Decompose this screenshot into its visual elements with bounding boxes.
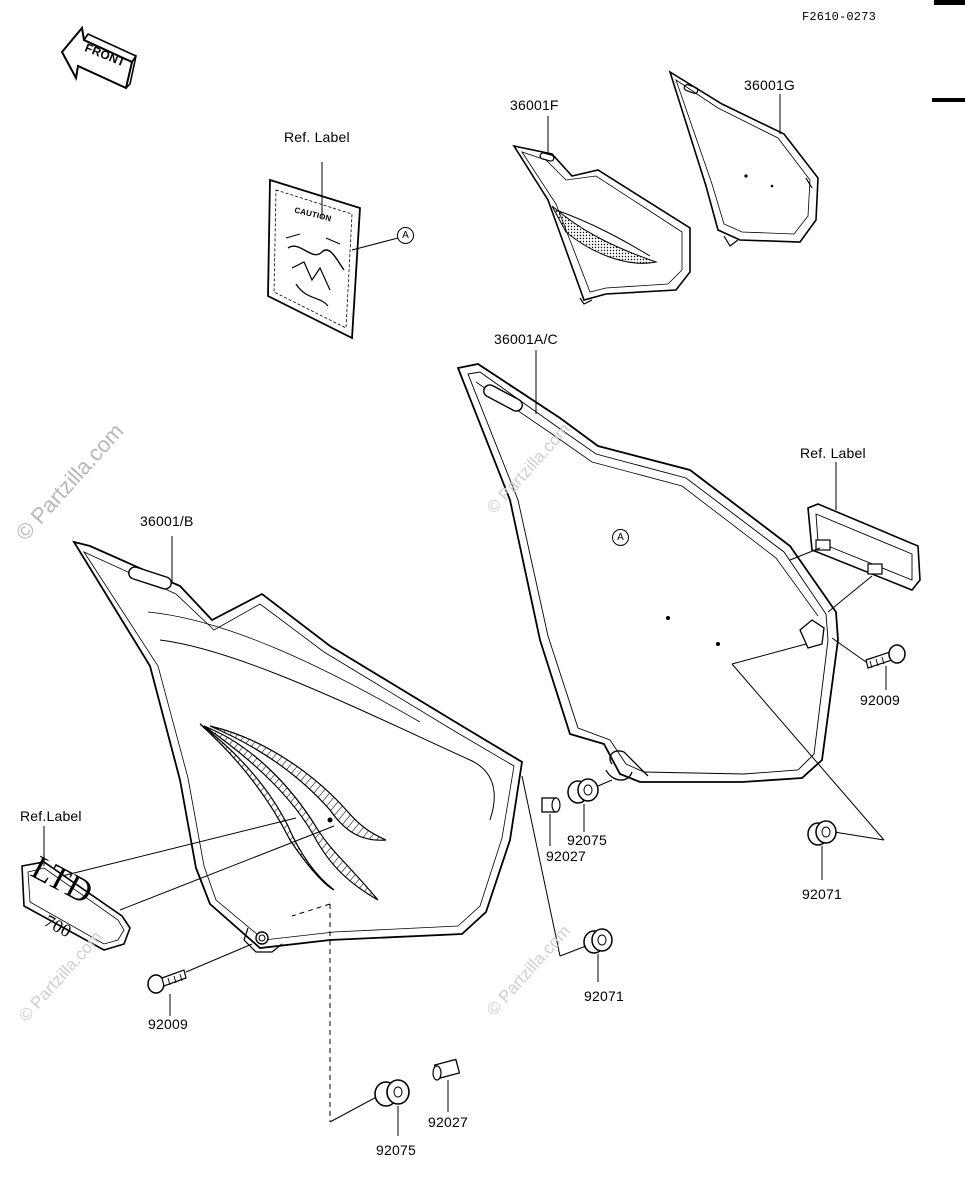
leader-line — [559, 945, 587, 957]
leader-line — [827, 575, 873, 613]
label-part-92027-bottom: 92027 — [428, 1114, 468, 1130]
leader-line — [351, 237, 399, 251]
label-part-36001F: 36001F — [510, 97, 559, 113]
label-part-92075-bottom: 92075 — [376, 1142, 416, 1158]
edge-mark — [932, 98, 965, 102]
label-part-92027-mid: 92027 — [546, 848, 586, 864]
leader-line — [291, 903, 331, 917]
collar-92027-bottom-drawing — [432, 1058, 461, 1081]
leader-line — [731, 663, 885, 841]
leader-line — [185, 943, 253, 973]
leader-line — [789, 547, 821, 561]
label-part-92071-right: 92071 — [802, 886, 842, 902]
label-part-92071-mid: 92071 — [584, 988, 624, 1004]
caution-label-drawing — [267, 178, 361, 340]
label-part-92075-mid: 92075 — [567, 832, 607, 848]
screw-92009-right-drawing — [865, 644, 906, 669]
grommet-92071-right-drawing — [807, 820, 837, 846]
figure-code: F2610-0273 — [802, 10, 877, 24]
side-cover-36001AC-drawing — [456, 363, 839, 783]
side-cover-36001B-drawing — [72, 540, 523, 953]
label-part-36001AC: 36001A/C — [494, 331, 558, 347]
leader-line — [831, 637, 867, 663]
grommet-92071-mid-drawing — [583, 928, 613, 954]
leader-line — [119, 825, 335, 911]
grommet-92075-bottom-drawing — [374, 1079, 410, 1107]
leader-line — [521, 775, 561, 957]
label-ref-label-right: Ref. Label — [800, 445, 866, 461]
grommet-92075-mid-drawing — [567, 778, 599, 804]
reference-marker-a: A — [397, 227, 414, 244]
label-part-36001B: 36001/B — [140, 513, 194, 529]
label-part-92009-right: 92009 — [860, 692, 900, 708]
side-cover-36001F-drawing — [512, 144, 691, 305]
front-arrow-icon — [60, 25, 138, 90]
screw-92009-left-drawing — [147, 969, 187, 994]
leader-line — [597, 779, 613, 787]
collar-92027-mid-drawing — [541, 797, 561, 813]
reflector-label-right-drawing — [807, 503, 921, 591]
label-ref-label-top: Ref. Label — [284, 129, 350, 145]
side-cover-36001G-drawing — [668, 70, 819, 247]
leader-line — [61, 817, 297, 877]
leader-line — [731, 643, 807, 665]
label-part-92009-left: 92009 — [148, 1016, 188, 1032]
label-ref-label-left: Ref.Label — [20, 808, 82, 824]
leader-line — [329, 1093, 383, 1123]
ltd-emblem-drawing — [21, 861, 131, 951]
edge-mark — [934, 0, 965, 5]
label-part-36001G: 36001G — [744, 77, 796, 93]
reference-marker-a: A — [612, 529, 629, 546]
leader-line — [833, 831, 885, 841]
